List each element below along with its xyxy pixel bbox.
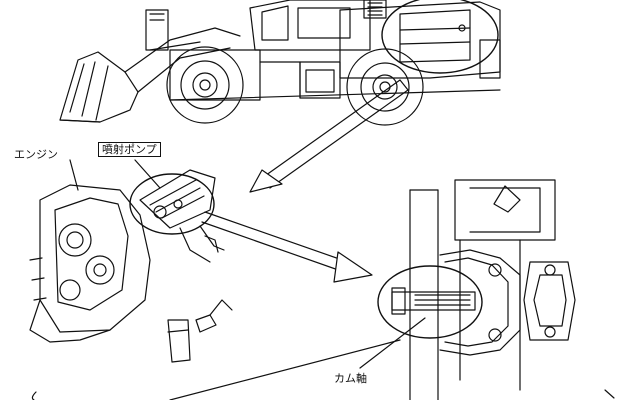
zoom-arrow-lower (201, 211, 373, 283)
cam-shaft-detail-drawing (359, 179, 576, 400)
cam-shaft-label: カム軸 (334, 372, 367, 385)
bottom-callout (31, 339, 615, 400)
engine-drawing (29, 159, 233, 363)
injection-pump-label: 噴射ポンプ (98, 142, 161, 157)
zoom-arrow-upper (249, 79, 409, 193)
wheel-loader-drawing (59, 0, 501, 126)
engine-label: エンジン (14, 148, 58, 161)
